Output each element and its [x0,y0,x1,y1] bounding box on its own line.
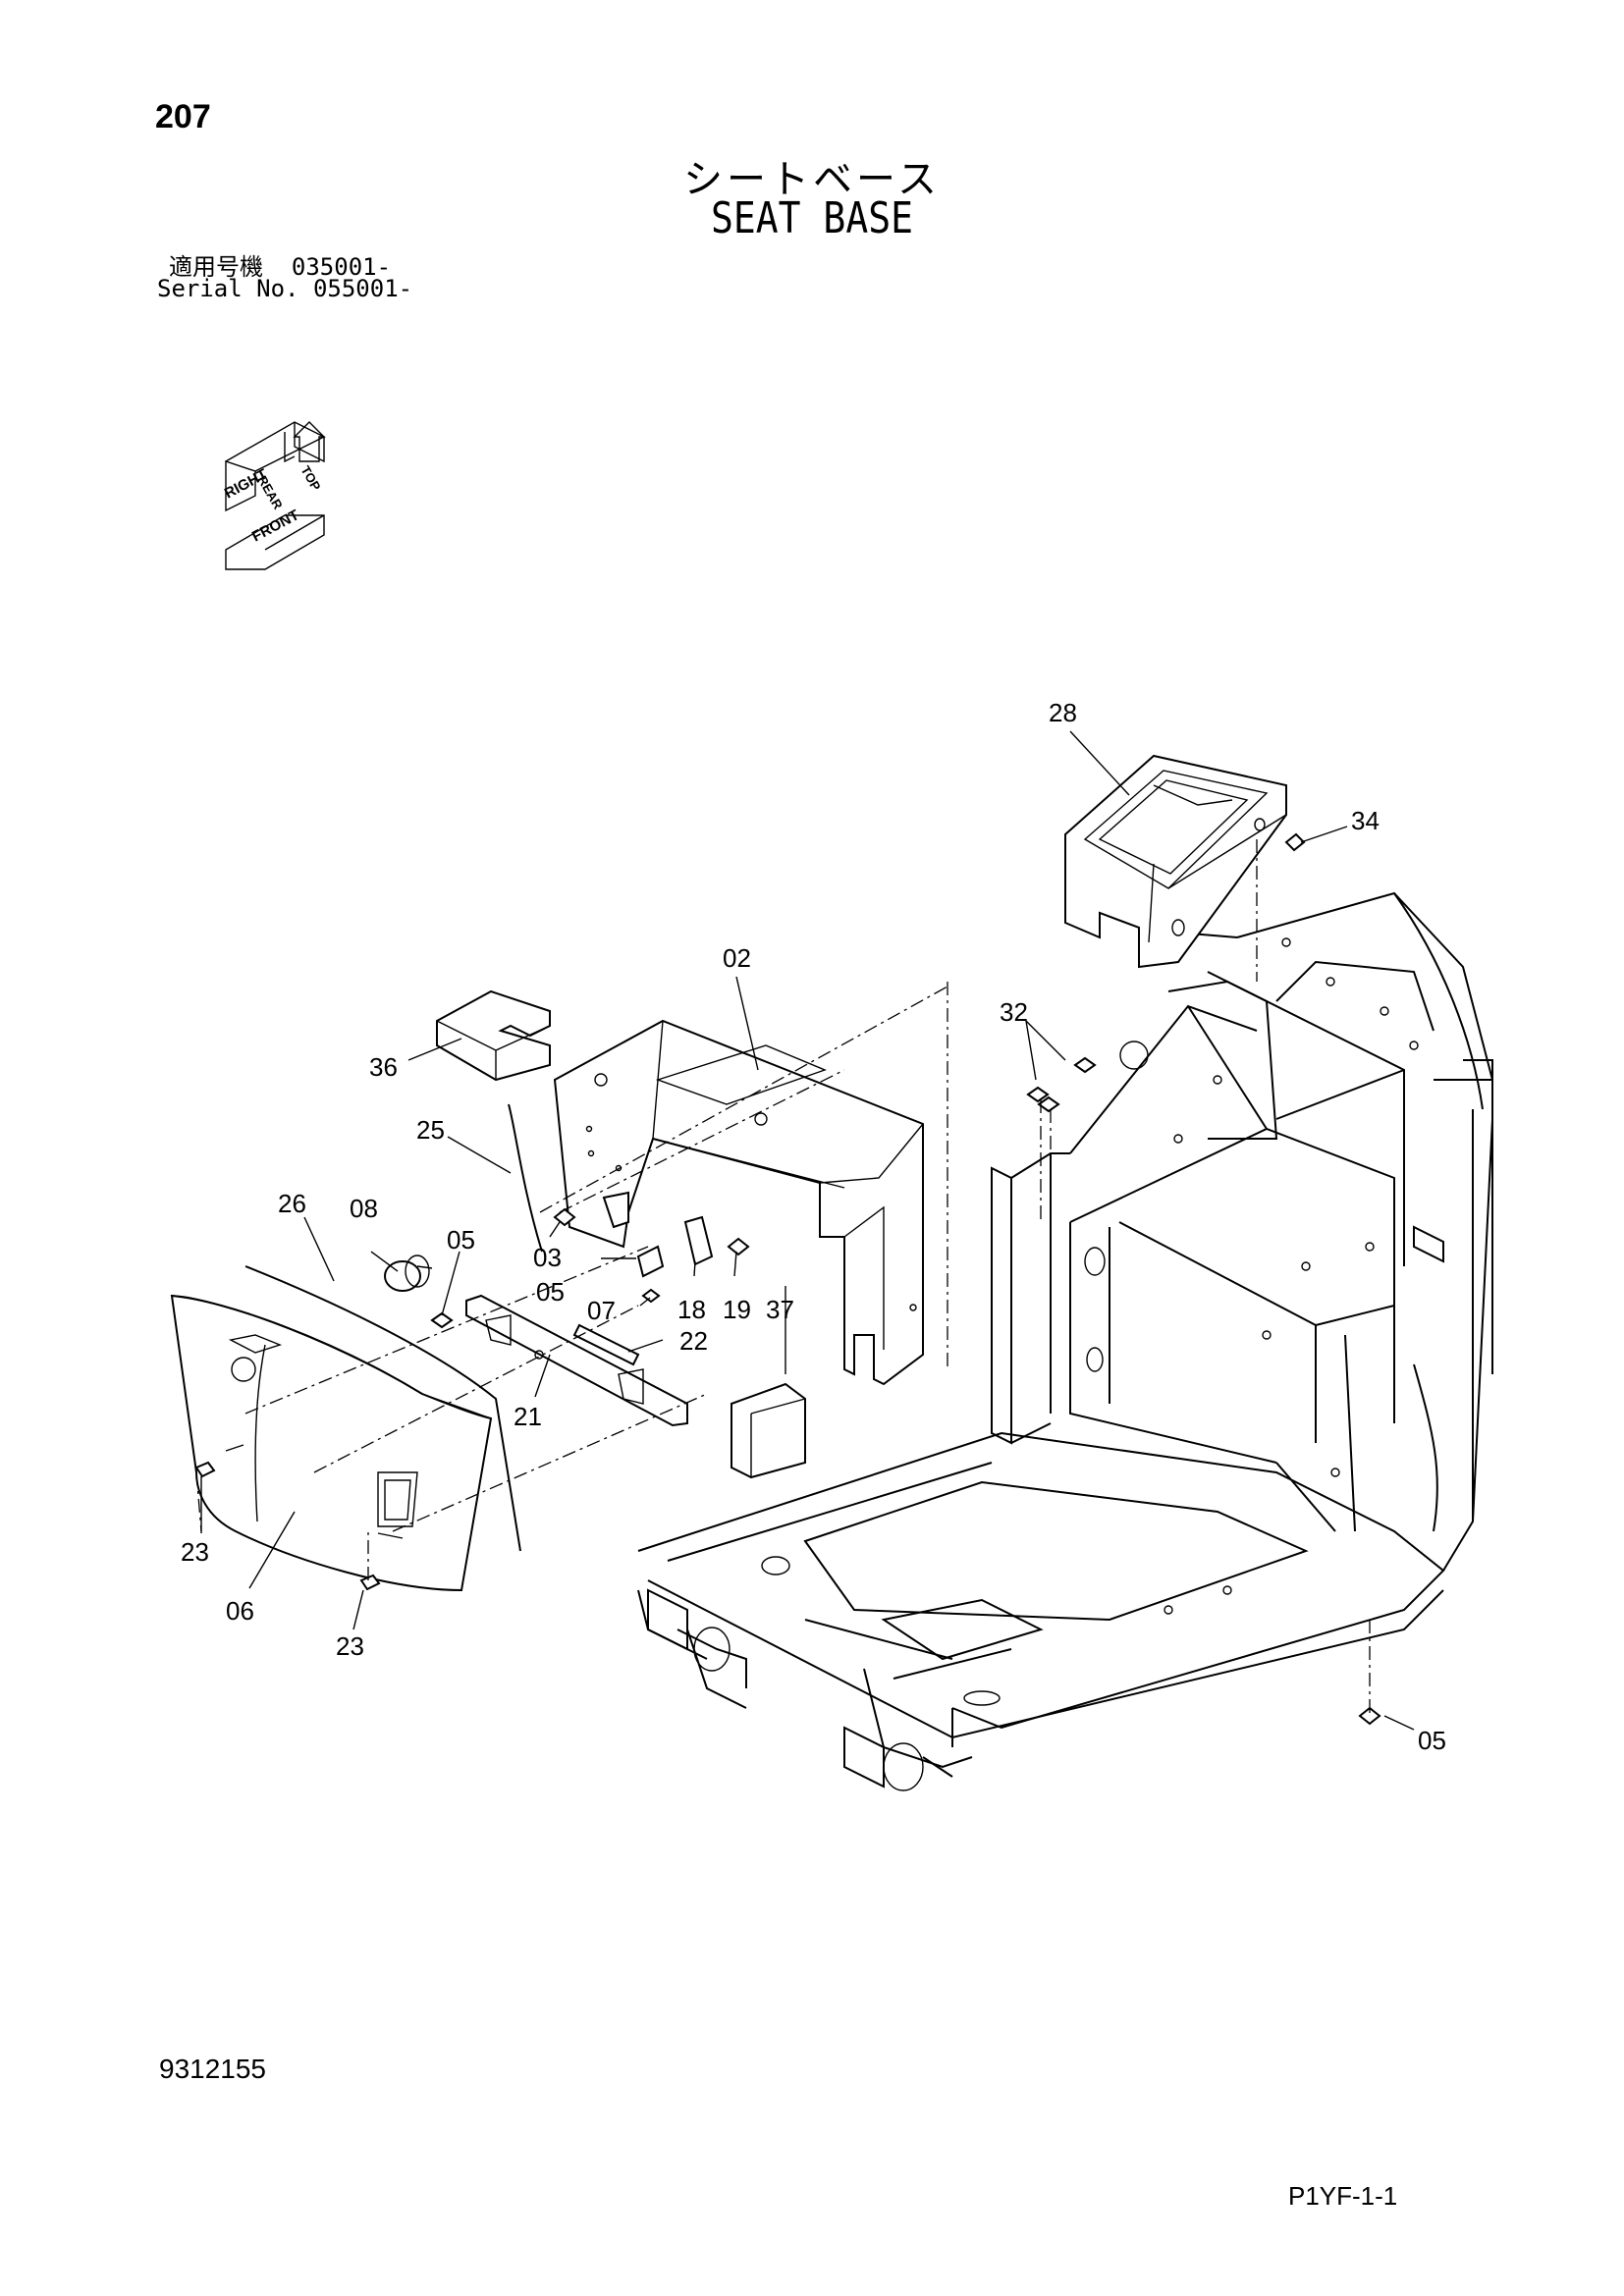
callout-07: 07 [587,1296,616,1325]
callout-23-bottom: 23 [336,1631,364,1661]
part-21-hinge [465,1294,688,1427]
page-code: P1YF-1-1 [1288,2181,1398,2211]
part-36-pad [436,989,551,1082]
callout-37: 37 [766,1295,794,1324]
leader-lines [200,730,1415,1731]
callout-28: 28 [1049,698,1077,727]
assembly-lines [195,839,1371,1713]
callout-03: 03 [533,1243,562,1272]
page-number: 207 [155,98,211,135]
orientation-label-rear: REAR [254,473,286,512]
part-26-seal [244,1265,521,1552]
callout-36: 36 [369,1052,398,1082]
callout-08: 08 [350,1194,378,1223]
callout-22: 22 [679,1326,708,1356]
callout-19: 19 [723,1295,751,1324]
part-37-cover [731,1382,806,1479]
part-28-top-cover [1064,754,1287,969]
part-08-lock [384,1255,433,1292]
orientation-icon: RIGHT FRONT REAR TOP [222,421,326,570]
callout-18: 18 [677,1295,706,1324]
orientation-label-front: FRONT [249,507,302,545]
callout-26: 26 [278,1189,306,1218]
fasteners [194,832,1381,1726]
serial-range-jp: 適用号機 035001- [169,253,392,281]
callout-23-left: 23 [181,1537,209,1567]
callout-05-upper: 05 [447,1225,475,1255]
part-22-plate [572,1323,640,1366]
callout-21: 21 [514,1402,542,1431]
page-title-jp: シートベース [683,157,941,202]
seat-base-frame [637,891,1493,1791]
part-06-door-panel [170,1294,493,1592]
callout-05-middle: 05 [536,1277,565,1307]
callout-34: 34 [1351,806,1380,835]
callout-06: 06 [226,1596,254,1626]
callout-05-right: 05 [1418,1726,1446,1755]
serial-range: Serial No. 055001- [157,275,413,302]
callout-02: 02 [723,943,751,973]
part-25-seal [508,1103,543,1253]
orientation-label-top: TOP [298,463,323,494]
callout-25: 25 [416,1115,445,1145]
page-title: SEAT BASE [711,192,913,243]
callout-32: 32 [1000,997,1028,1027]
document-number: 9312155 [159,2054,267,2084]
